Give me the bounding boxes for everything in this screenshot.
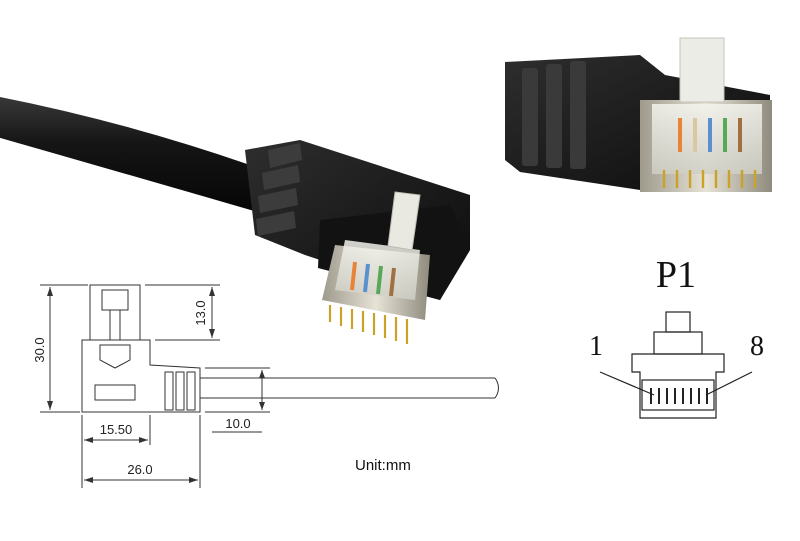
dim-plug-label: 13.0 [193, 300, 208, 325]
dim-height-label: 30.0 [32, 337, 47, 362]
pin-8-label: 8 [750, 331, 764, 362]
dim-cable-label: 10.0 [225, 416, 250, 431]
pinout-diagram: P1 1 8 [589, 254, 764, 419]
unit-label: Unit:mm [355, 457, 411, 474]
dimension-drawing [40, 284, 499, 488]
pin-1-label: 1 [589, 331, 603, 362]
pinout-title: P1 [656, 254, 696, 296]
connector-closeup-photo [505, 37, 772, 192]
cable-photo [0, 96, 470, 344]
dim-width-a-label: 15.50 [100, 422, 133, 437]
dim-width-b-label: 26.0 [127, 462, 152, 477]
dimension-arrows [47, 287, 265, 483]
